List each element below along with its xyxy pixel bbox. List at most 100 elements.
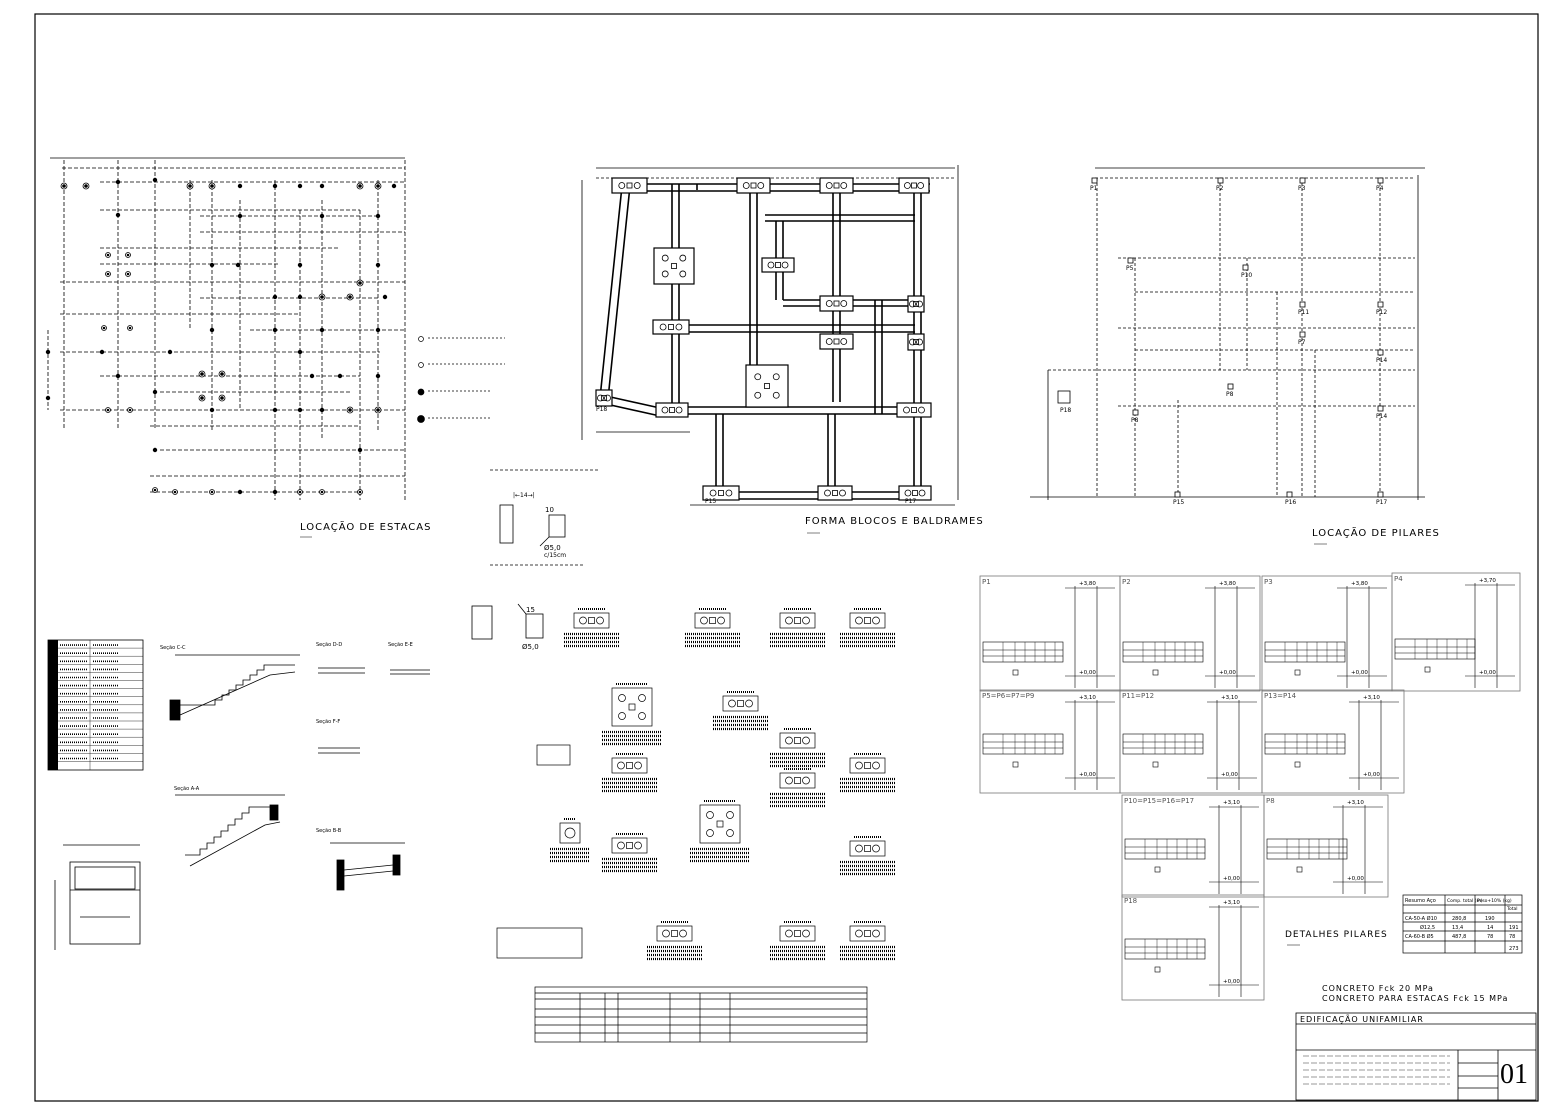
rebar-table: [1266, 838, 1348, 860]
column-panel-name: P3: [1264, 578, 1273, 586]
pile-marker: [152, 447, 158, 453]
steel-summary-table: [1402, 894, 1523, 954]
pile-marker-core: [126, 253, 130, 257]
column-panel: [979, 575, 1121, 692]
level-bottom: +0,00: [1479, 670, 1496, 676]
cap-pile: [579, 616, 587, 625]
project-name: EDIFICAÇÃO UNIFAMILIAR: [1300, 1014, 1424, 1024]
pile-cap: [653, 247, 695, 285]
pile-circle: [597, 394, 604, 402]
column-panel-name: P18: [1124, 897, 1137, 905]
cap-pile: [638, 694, 646, 702]
pile-marker: [319, 183, 325, 189]
column-label: P14: [1376, 413, 1387, 420]
pile-marker: [272, 327, 278, 333]
cap-detail: [849, 840, 886, 857]
steel-summary-cell: 191: [1509, 925, 1519, 931]
rebar-table: [1264, 733, 1346, 755]
cap-pile: [717, 616, 725, 625]
column-label: P2: [1216, 185, 1224, 192]
pile-circle: [754, 391, 762, 399]
column-square: [750, 182, 757, 189]
pile-cap: [736, 177, 771, 194]
column-marker: [1377, 405, 1384, 412]
column-section: [1296, 866, 1303, 873]
pile-marker: [375, 373, 381, 379]
column-marker: [1299, 301, 1306, 308]
pile-marker: [237, 213, 243, 219]
concrete-note: CONCRETO Fck 20 MPa: [1322, 984, 1434, 993]
column-square: [911, 407, 917, 413]
pile-circle: [661, 270, 669, 278]
cap-pile: [802, 616, 810, 625]
column-panel-name: P1: [982, 578, 991, 586]
cap-column: [794, 617, 801, 624]
pile-marker: [309, 373, 315, 379]
column-label: P12: [1376, 309, 1387, 316]
pile-marker: [209, 407, 215, 413]
column-square: [668, 324, 674, 330]
column-section: [1152, 669, 1159, 676]
cap-detail: [849, 757, 886, 774]
column-panel: [1263, 794, 1389, 898]
pile-circle: [767, 261, 775, 269]
column-label: P15: [1173, 499, 1184, 506]
column-label: P11: [1298, 309, 1309, 316]
pile-marker-core: [62, 184, 66, 188]
steel-summary-cell: CA-60-B Ø5: [1405, 933, 1434, 940]
pile-marker-core: [348, 408, 352, 412]
cap-column: [864, 930, 871, 937]
pile-circle: [772, 373, 780, 381]
column-label: P8: [1131, 417, 1139, 424]
column-section: [1012, 761, 1019, 768]
pile-circle: [918, 406, 925, 414]
steel-summary-total: 273: [1509, 946, 1519, 952]
svg-text:P18: P18: [596, 406, 607, 413]
pile-circle: [661, 254, 669, 262]
pile-cap: [898, 177, 930, 194]
column-label: P10: [1241, 272, 1252, 279]
pile-marker: [237, 183, 243, 189]
beam1-spacing: c/15cm: [544, 552, 566, 559]
cap-pile: [785, 616, 793, 625]
cap-detail: [779, 772, 816, 789]
stair-sections: [54, 654, 430, 950]
column-square: [626, 182, 633, 189]
cap-detail: [559, 822, 581, 844]
steel-summary-header: Total: [1506, 906, 1518, 912]
pile-cap: [817, 485, 853, 501]
pile-marker-core: [200, 372, 204, 376]
pile-legend: [417, 336, 505, 423]
notes-box: [496, 744, 583, 959]
level-bottom: +0,00: [1351, 670, 1368, 676]
pile-circle: [840, 338, 848, 345]
column-panel-name: P5=P6=P7=P9: [982, 692, 1034, 700]
pile-circle: [917, 182, 924, 189]
pile-circle: [742, 182, 750, 189]
cap-pile: [700, 616, 708, 625]
pile-marker: [115, 212, 121, 218]
cap-detail: [779, 612, 816, 629]
pile-marker: [152, 177, 158, 183]
cap-pile: [728, 699, 736, 708]
pile-marker: [319, 327, 325, 333]
concrete-note: CONCRETO PARA ESTACAS Fck 15 MPa: [1322, 994, 1508, 1003]
pile-marker: [319, 407, 325, 413]
level-bottom: +0,00: [1219, 670, 1236, 676]
pile-circle: [781, 261, 789, 269]
cap-pile: [785, 736, 793, 745]
steel-summary-cell: 190: [1485, 916, 1495, 922]
pile-circle: [675, 323, 683, 331]
level-top: +3,80: [1351, 581, 1368, 587]
column-panel: [1119, 575, 1261, 692]
column-marker: [1286, 491, 1293, 498]
cap-detail: [779, 732, 816, 749]
column-square: [764, 383, 770, 389]
pile-marker: [115, 373, 121, 379]
pile-circle: [679, 254, 687, 262]
pile-circle: [709, 489, 717, 497]
pile-marker-core: [210, 490, 214, 494]
cap-pile: [855, 844, 863, 853]
